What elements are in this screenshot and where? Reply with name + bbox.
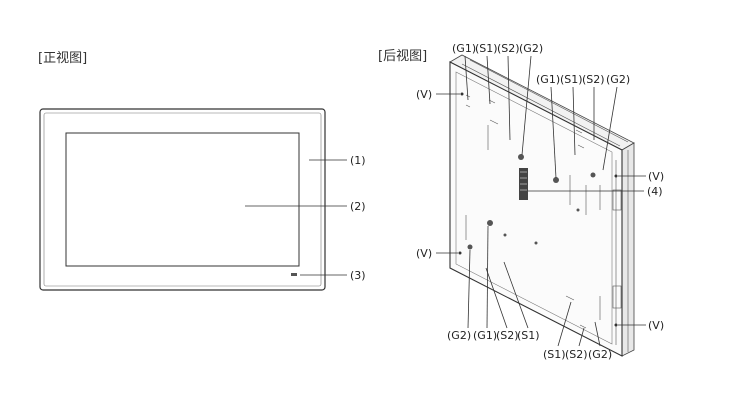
label-s2-bottom: (S2) bbox=[496, 329, 519, 342]
front-panel bbox=[39, 108, 326, 291]
front-callouts: (1) (2) (3) bbox=[245, 154, 366, 282]
label-g2-top2: (G2) bbox=[606, 73, 630, 86]
rear-top-callouts-2: (G1) (S1) (S2) (G2) bbox=[536, 73, 630, 179]
label-v-upper-right: (V) bbox=[648, 170, 664, 183]
label-g2-top1: (G2) bbox=[519, 42, 543, 55]
callout-3: (3) bbox=[350, 269, 366, 282]
label-v-upper-left: (V) bbox=[416, 88, 432, 101]
label-v-lower-right: (V) bbox=[648, 319, 664, 332]
rear-bottom-left-callouts: (G2) (G1) (S2) (S1) bbox=[447, 225, 540, 342]
front-view-title: [正视图] bbox=[38, 51, 87, 66]
label-s1-top1: (S1) bbox=[475, 42, 498, 55]
rear-panel bbox=[449, 54, 635, 357]
label-s1-top2: (S1) bbox=[560, 73, 583, 86]
label-g1-top2: (G1) bbox=[536, 73, 560, 86]
callout-1: (1) bbox=[350, 154, 366, 167]
label-v-lower-left: (V) bbox=[416, 247, 432, 260]
front-screen bbox=[65, 132, 300, 267]
label-g1-top1: (G1) bbox=[452, 42, 476, 55]
label-s1-bottom: (S1) bbox=[517, 329, 540, 342]
label-s2-bottom-right: (S2) bbox=[565, 348, 588, 361]
label-s2-top2: (S2) bbox=[582, 73, 605, 86]
callout-2: (2) bbox=[350, 200, 366, 213]
label-g2-bottom-right: (G2) bbox=[588, 348, 612, 361]
label-g1-bottom: (G1) bbox=[473, 329, 497, 342]
rear-top-callouts-1: (G1) (S1) (S2) (G2) bbox=[452, 42, 543, 156]
rear-bottom-right-callouts: (S1) (S2) (G2) bbox=[543, 301, 612, 361]
label-s1-bottom-right: (S1) bbox=[543, 348, 566, 361]
rear-callout-4: (4) bbox=[528, 185, 663, 198]
label-s2-top1: (S2) bbox=[497, 42, 520, 55]
label-4: (4) bbox=[647, 185, 663, 198]
label-g2-bottom: (G2) bbox=[447, 329, 471, 342]
rear-v-callouts: (V) (V) (V) (V) bbox=[416, 88, 664, 332]
rear-view-title: [后视图] bbox=[378, 49, 427, 64]
front-led-indicator bbox=[291, 273, 297, 276]
